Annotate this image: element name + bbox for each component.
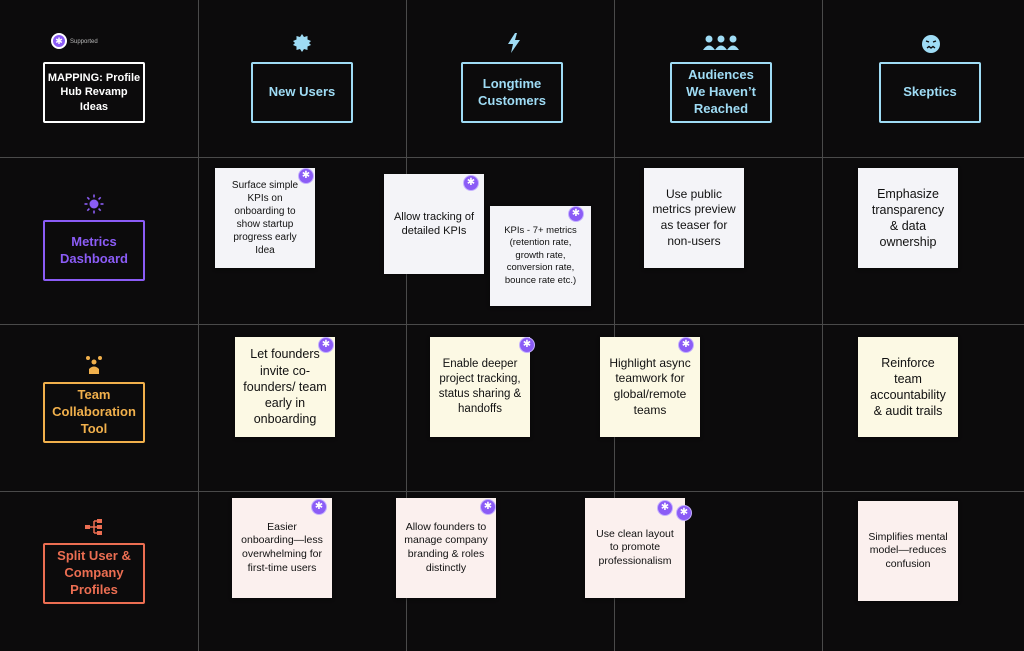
sticky-note-text: Use public metrics preview as teaser for… [652,186,736,248]
row-header-team-collaboration-tool[interactable]: Team Collaboration Tool [43,382,145,443]
people-group-icon [702,34,740,52]
worried-face-icon [920,33,942,55]
grid-line-vertical [614,0,615,651]
sticky-note[interactable]: Surface simple KPIs on onboarding to sho… [215,168,315,268]
column-header-skeptics[interactable]: Skeptics [879,62,981,123]
board-title[interactable]: MAPPING: Profile Hub Revamp Ideas [43,62,145,123]
sticky-note-text: Reinforce team accountability & audit tr… [870,355,946,419]
sticky-note[interactable]: Simplifies mental model—reduces confusio… [858,501,958,601]
lightning-icon [503,32,525,54]
sticky-note[interactable]: Enable deeper project tracking, status s… [430,337,530,437]
sticky-note[interactable]: KPIs - 7+ metrics (retention rate, growt… [490,206,591,306]
supported-badge-icon: ✱ [311,499,327,515]
sun-icon [84,194,104,214]
supported-badge-icon: ✱ [318,337,334,353]
gear-badge-icon [291,32,313,54]
sticky-note[interactable]: Emphasize transparency & data ownership [858,168,958,268]
sticky-note-text: Allow founders to manage company brandin… [404,520,488,574]
supported-badge-icon: ✱ [678,337,694,353]
supported-badge-icon: ✱ [51,33,67,49]
supported-badge-icon: ✱ [298,168,314,184]
sticky-note-text: Emphasize transparency & data ownership [871,186,945,250]
sticky-note[interactable]: Allow founders to manage company brandin… [396,498,496,598]
sticky-note-text: Use clean layout to promote professional… [596,527,674,567]
sticky-note-text: Enable deeper project tracking, status s… [438,358,522,415]
supported-badge-icon: ✱ [657,500,673,516]
sticky-note-text: Simplifies mental model—reduces confusio… [868,530,948,570]
supported-badge-icon: ✱ [463,175,479,191]
sticky-note-text: Allow tracking of detailed KPIs [393,210,475,237]
sticky-note[interactable]: Use public metrics preview as teaser for… [644,168,744,268]
sticky-note[interactable]: Highlight async teamwork for global/remo… [600,337,700,437]
column-header-new-users[interactable]: New Users [251,62,353,123]
supported-badge-icon: ✱ [676,505,692,521]
sticky-note-text: Easier onboarding—less overwhelming for … [241,520,323,574]
grid-line-horizontal [0,324,1024,325]
row-header-split-profiles[interactable]: Split User & Company Profiles [43,543,145,604]
sticky-note[interactable]: Let founders invite co-founders/ team ea… [235,337,335,437]
supported-badge-icon: ✱ [568,206,584,222]
supported-badge-icon: ✱ [519,337,535,353]
grid-line-horizontal [0,491,1024,492]
sticky-note[interactable]: Easier onboarding—less overwhelming for … [232,498,332,598]
column-header-unreached-audiences[interactable]: Audiences We Haven’t Reached [670,62,772,123]
legend-label: Supported [70,39,98,45]
sticky-note-text: Surface simple KPIs on onboarding to sho… [231,180,299,256]
sticky-note-text: KPIs - 7+ metrics (retention rate, growt… [504,225,577,286]
grid-line-vertical [822,0,823,651]
split-flow-icon [84,517,104,537]
grid-line-vertical [406,0,407,651]
team-hierarchy-icon [84,355,104,375]
sticky-note[interactable]: Reinforce team accountability & audit tr… [858,337,958,437]
supported-badge-icon: ✱ [480,499,496,515]
row-header-metrics-dashboard[interactable]: Metrics Dashboard [43,220,145,281]
column-header-longtime-customers[interactable]: Longtime Customers [461,62,563,123]
grid-line-vertical [198,0,199,651]
sticky-note-text: Let founders invite co-founders/ team ea… [243,347,327,427]
sticky-note[interactable]: Allow tracking of detailed KPIs [384,174,484,274]
grid-line-horizontal [0,157,1024,158]
sticky-note-text: Highlight async teamwork for global/remo… [609,355,691,417]
